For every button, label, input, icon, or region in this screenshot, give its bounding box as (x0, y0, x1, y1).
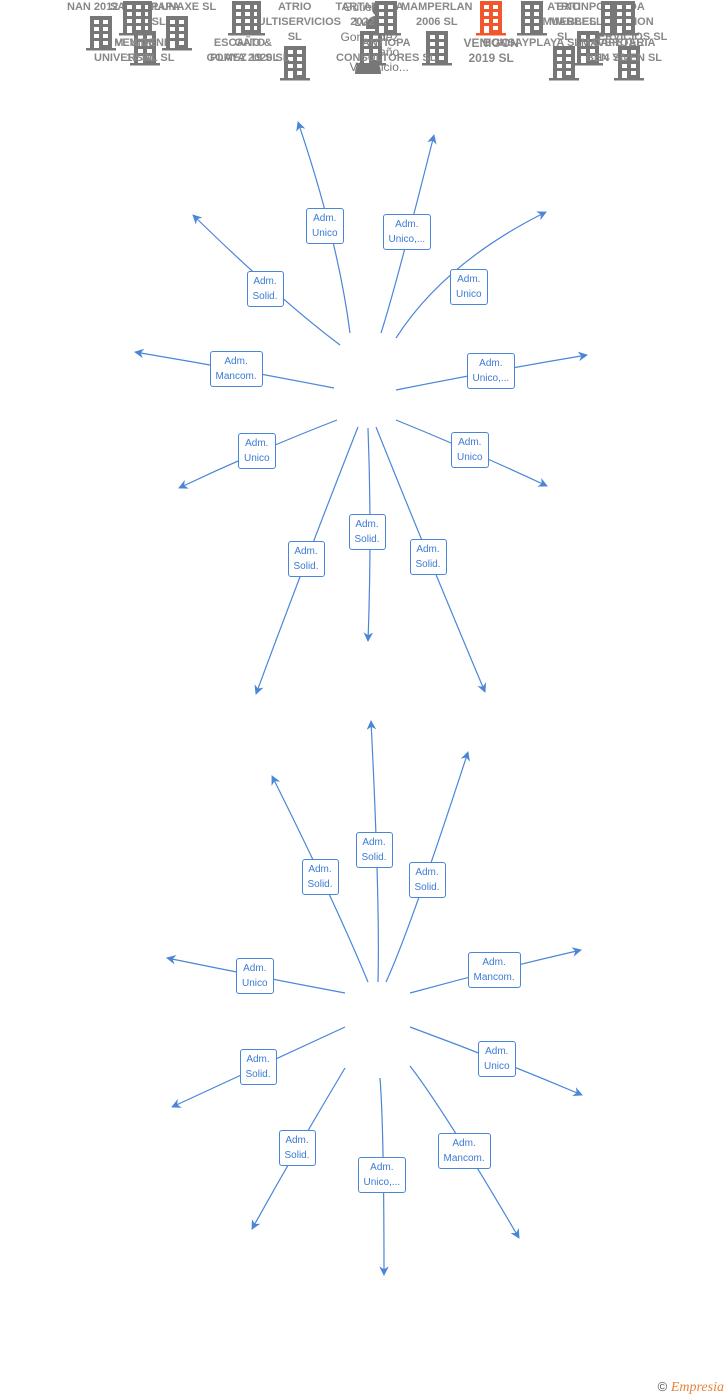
edge-p2-c18 (409, 1065, 520, 1239)
edge-p1-c2 (380, 134, 437, 334)
building-icon (464, 0, 519, 36)
building-icon (483, 0, 581, 36)
building-icon (207, 0, 280, 36)
company-node[interactable]: SOLUNAXE SL (138, 0, 216, 51)
role-label[interactable]: Adm. Unico,... (466, 353, 516, 389)
node-label: ANTIOPA CONSULTORES SL (336, 37, 437, 64)
edge-p2-c11 (385, 751, 470, 983)
building-icon (138, 15, 216, 51)
role-label[interactable]: Adm. Solid. (408, 862, 446, 898)
footer-brand: © Empresia (658, 1379, 724, 1396)
building-icon (67, 15, 135, 51)
building-icon (532, 45, 597, 81)
node-label: SOLUNAXE SL (138, 1, 217, 13)
node-label: BONSAYPLAYA SL (483, 37, 582, 49)
building-icon (401, 30, 473, 66)
edge-p2-c17 (379, 1077, 389, 1276)
node-label: MAMPERLAN 2006 SL (401, 1, 473, 28)
role-label[interactable]: Adm. Mancom. (467, 952, 521, 988)
role-label[interactable]: Adm. Solid. (355, 832, 393, 868)
role-label[interactable]: Adm. Mancom. (209, 351, 263, 387)
role-label[interactable]: Adm. Solid. (287, 541, 325, 577)
copyright-symbol: © (657, 1379, 668, 1394)
node-label: M. V. 10 UNIVERSAL SL (94, 37, 175, 64)
role-label[interactable]: Adm. Unico,... (357, 1157, 407, 1193)
role-label[interactable]: Adm. Solid. (301, 859, 339, 895)
company-node[interactable]: M. V. 10 UNIVERSAL SL (94, 0, 174, 66)
company-node[interactable]: ATRIO INMUEBLES SL (531, 0, 597, 81)
node-label: CAFETERIA BEN Y VEN SL (586, 37, 663, 64)
role-label[interactable]: Adm. Solid. (278, 1130, 316, 1166)
company-node[interactable]: ESCAÑO & GOMEZ 19 SL (206, 0, 280, 66)
building-icon (591, 45, 668, 81)
role-label[interactable]: Adm. Solid. (409, 539, 447, 575)
role-label[interactable]: Adm. Solid. (246, 271, 284, 307)
company-node[interactable]: BONSAYPLAYA SL (483, 0, 581, 51)
building-icon (549, 30, 627, 66)
role-label[interactable]: Adm. Mancom. (437, 1133, 491, 1169)
role-label[interactable]: Adm. Unico (238, 433, 276, 469)
role-label[interactable]: Adm. Solid. (348, 514, 386, 550)
building-icon (336, 30, 407, 66)
role-label[interactable]: Adm. Unico (478, 1041, 516, 1077)
building-icon (110, 30, 180, 66)
company-node[interactable]: ANTIOPA CONSULTORES SL (336, 0, 436, 66)
edge-p1-c3 (395, 211, 547, 339)
role-label[interactable]: Adm. Unico (450, 269, 488, 305)
node-label: ATRIO MULTISERVICIOS SL (248, 1, 342, 43)
role-label[interactable]: Adm. Solid. (239, 1049, 277, 1085)
role-label[interactable]: Adm. Unico (451, 432, 489, 468)
empresia-logo: Empresia (670, 1380, 724, 1395)
role-label[interactable]: Adm. Unico (306, 208, 344, 244)
edge-p2-c9 (366, 720, 379, 983)
building-icon (249, 45, 342, 81)
building-icon (586, 0, 662, 36)
building-icon (94, 0, 174, 36)
company-node[interactable]: NAN 2012 SL (67, 0, 135, 51)
company-node[interactable]: ATRIO MULTISERVICIOS SL (248, 0, 342, 81)
node-label: VENIGON 2019 SL (463, 36, 519, 65)
role-label[interactable]: Adm. Unico,... (382, 214, 432, 250)
role-label[interactable]: Adm. Unico (236, 958, 274, 994)
node-label: GATO PLAYA 2020 SL (210, 37, 290, 64)
node-label: ATRIO INMUEBLES SL (531, 1, 597, 43)
company-node[interactable]: CAFETERIA BEN Y VEN SL (586, 0, 662, 66)
node-label: VENIDENI 17 SL (115, 37, 167, 64)
focus-company-node[interactable]: VENIGON 2019 SL (464, 0, 519, 66)
building-icon (336, 0, 436, 36)
node-label: ESCAÑO & GOMEZ 19 SL (206, 37, 280, 64)
node-label: MAVEROAL 14 SL (581, 37, 644, 64)
company-node[interactable]: MAMPERLAN 2006 SL (401, 0, 473, 66)
